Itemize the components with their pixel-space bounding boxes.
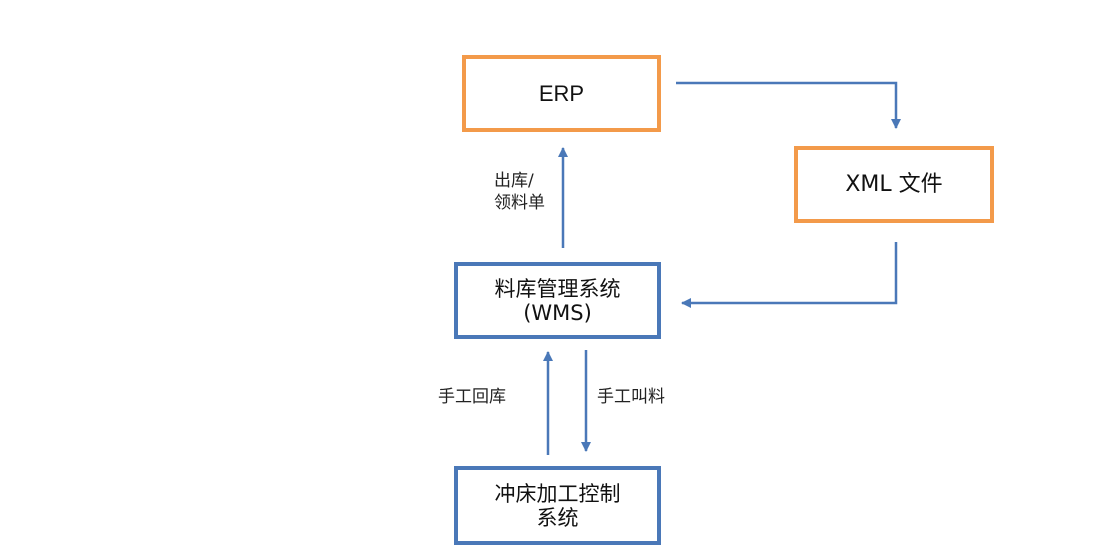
edge-label-wms-to-erp-line2: 领料单: [494, 193, 545, 213]
edge-label-wms-to-erp-line1: 出库/: [494, 171, 534, 191]
edge-label-press-to-wms: 手工回库: [438, 387, 506, 407]
erp-node-label: ERP: [538, 80, 585, 106]
wms-node: 料库管理系统 (WMS): [454, 262, 661, 339]
wms-node-title: 料库管理系统: [494, 276, 621, 301]
press-control-node-line2: 系统: [536, 505, 579, 530]
xml-file-node: XML 文件: [794, 146, 994, 223]
erp-node: ERP: [462, 55, 661, 132]
arrow-xml-to-wms: [681, 242, 898, 308]
press-control-node: 冲床加工控制 系统: [454, 466, 661, 545]
wms-node-subtitle: (WMS): [523, 300, 592, 325]
edge-label-wms-to-erp: 出库/ 领料单: [494, 170, 545, 214]
press-control-node-line1: 冲床加工控制: [494, 481, 621, 506]
arrow-erp-to-xml: [676, 81, 901, 129]
xml-file-node-label: XML 文件: [845, 171, 943, 197]
edge-label-wms-to-press: 手工叫料: [597, 387, 665, 407]
